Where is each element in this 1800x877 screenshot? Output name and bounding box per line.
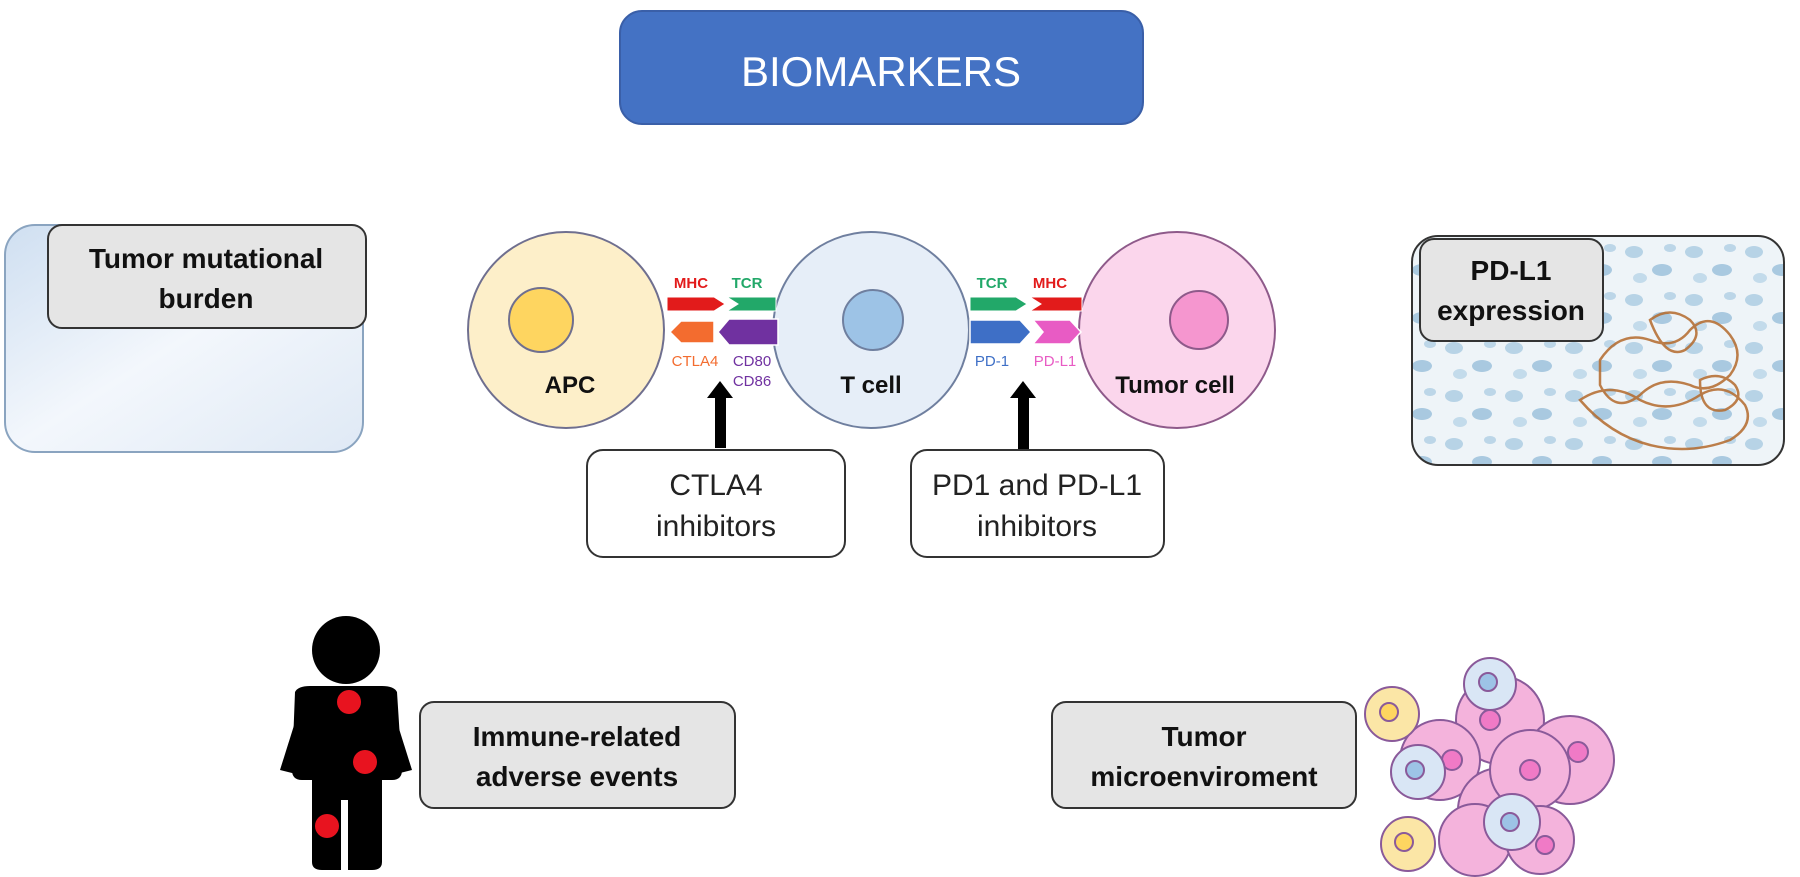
pdl1-label-line2: expression [1437, 295, 1585, 326]
tmb-label-line2: burden [159, 283, 254, 314]
tumor-cell: Tumor cell [1078, 231, 1276, 429]
human-figure-icon [280, 616, 412, 870]
mhc-right-label: MHC [1033, 275, 1067, 292]
header-title: BIOMARKERS [741, 48, 1021, 95]
pd-inhibitor-arrow [1010, 381, 1036, 452]
adverse-event-dot-neck [337, 690, 361, 714]
ctla4-inhibitors-line1: CTLA4 [669, 469, 762, 502]
apc-nucleus [508, 287, 574, 353]
ctla4-inhibitors-line2: inhibitors [656, 510, 776, 543]
ctla4-receptor [668, 320, 715, 344]
tumor-nucleus [1169, 290, 1229, 350]
pd1-label: PD-1 [975, 353, 1009, 370]
pd1-receptor [969, 319, 1033, 345]
pdl1-receptor [1031, 319, 1083, 345]
pdl1-label: PD-L1 [1034, 353, 1077, 370]
tme-label-line1: Tumor [1161, 721, 1246, 752]
tcr-left-receptor [725, 296, 777, 312]
pd-inhibitors-line1: PD1 and PD-L1 [932, 469, 1142, 502]
cd86-label: CD86 [733, 373, 771, 390]
left-synapse: MHC TCR CTLA4 CD80 CD86 [666, 275, 779, 390]
ctla4-label: CTLA4 [672, 353, 719, 370]
pd-inhibitors-line2: inhibitors [977, 510, 1097, 543]
irae-label-box: Immune-related adverse events [419, 701, 736, 809]
tumor-cell-label: Tumor cell [1115, 372, 1235, 399]
t-cell: T cell [772, 231, 970, 429]
tcr-left-label: TCR [732, 275, 763, 292]
header-box: BIOMARKERS [619, 10, 1144, 125]
apc-cell: APC [467, 231, 665, 429]
adverse-event-dot-abdomen [353, 750, 377, 774]
t-cell-label: T cell [840, 372, 901, 399]
tumor-microenvironment-cluster-icon [1364, 657, 1615, 877]
tmb-panel: Tumor mutational burden [4, 224, 367, 453]
tmb-label-line1: Tumor mutational [89, 243, 323, 274]
pdl1-label-box [1419, 238, 1604, 342]
irae-label-line2: adverse events [476, 761, 678, 792]
tme-label-box: Tumor microenviroment [1051, 701, 1357, 809]
apc-label: APC [545, 372, 596, 399]
ctla4-inhibitors-box: CTLA4 inhibitors [586, 449, 846, 558]
mhc-right-receptor [1028, 296, 1083, 312]
tcr-right-label: TCR [977, 275, 1008, 292]
pd-inhibitors-box: PD1 and PD-L1 inhibitors [910, 449, 1165, 558]
t-cell-nucleus [842, 289, 904, 351]
cd80-label: CD80 [733, 353, 771, 370]
pdl1-staining-image [1578, 311, 1750, 451]
tmb-label-box [47, 224, 367, 329]
tcr-right-receptor [969, 296, 1028, 312]
right-synapse: TCR MHC PD-1 PD-L1 [969, 275, 1083, 370]
pdl1-label-line1: PD-L1 [1471, 255, 1552, 286]
irae-label-line1: Immune-related [473, 721, 682, 752]
mhc-left-label: MHC [674, 275, 708, 292]
cd80-receptor [717, 318, 779, 346]
mhc-left-receptor [666, 296, 726, 312]
pdl1-expression-panel: PD-L1 expression [1411, 235, 1785, 466]
tme-label-line2: microenviroment [1090, 761, 1317, 792]
adverse-event-dot-leg [315, 814, 339, 838]
ctla4-inhibitor-arrow [707, 381, 733, 448]
